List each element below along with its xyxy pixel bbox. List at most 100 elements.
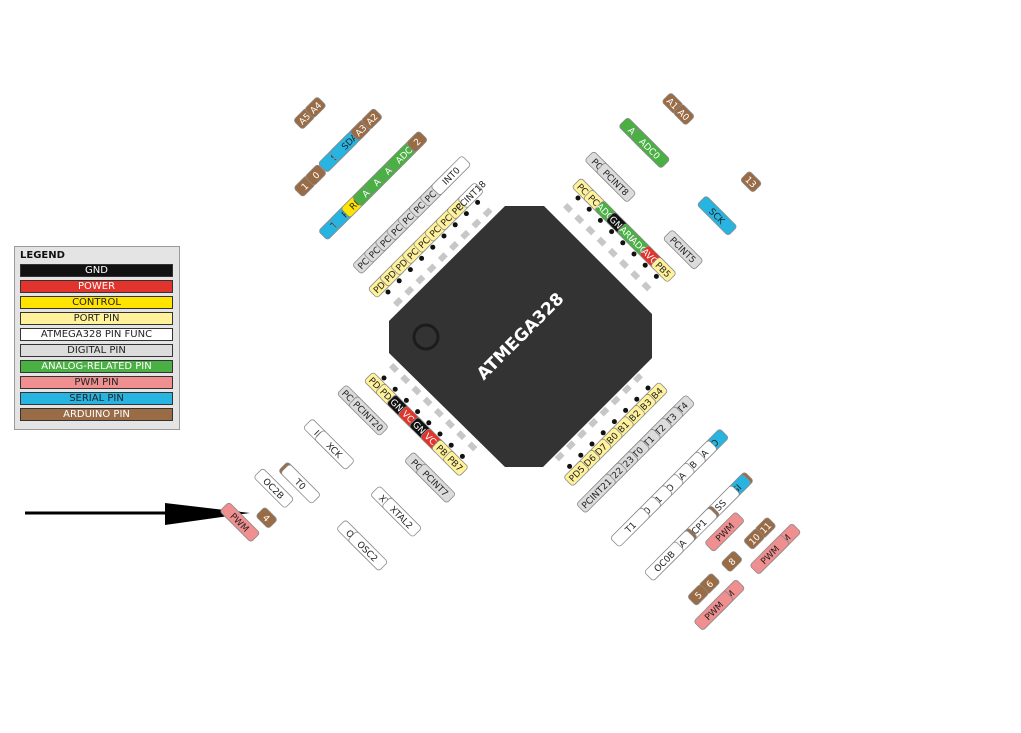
pin-dot — [645, 385, 651, 391]
chip-pad — [565, 440, 576, 451]
pin-label: PCINT21 — [577, 473, 616, 513]
pin-dot — [620, 240, 626, 246]
chip-pad — [460, 229, 471, 240]
legend-item: ANALOG-RELATED PIN — [20, 360, 173, 373]
legend-item: POWER — [20, 280, 173, 293]
pin-dot — [381, 375, 387, 381]
pin-label-box — [750, 535, 790, 574]
pin-label: T1 — [611, 507, 650, 547]
pin-label-text: 6 — [705, 579, 716, 590]
pin-label: 2 — [406, 131, 428, 152]
chip-pad — [389, 363, 399, 373]
chip-pad — [621, 384, 632, 395]
pin-label-text: 4 — [260, 513, 271, 524]
pin-label-text: 1 — [300, 182, 311, 193]
pin-dot — [459, 453, 465, 459]
pin-label-box — [458, 183, 483, 208]
chip-pad — [445, 419, 455, 429]
chip-pad — [422, 396, 433, 407]
chip-pad — [400, 374, 411, 385]
chip-pad — [467, 441, 478, 452]
chip-pad — [630, 270, 641, 281]
pin-label-box — [630, 129, 670, 168]
pin-label-text: 5 — [694, 590, 705, 601]
pin-label-box — [694, 591, 734, 630]
chip-pad — [482, 207, 493, 218]
pin-label: INT0 — [431, 156, 471, 195]
pin-dot — [448, 442, 454, 448]
pin-label: XTAL2 — [382, 497, 421, 537]
pointer-arrow — [25, 503, 250, 525]
pin-dot — [597, 217, 603, 223]
pin-dot — [463, 211, 469, 217]
pin-label: 0 — [305, 164, 326, 186]
pin-label-box — [721, 551, 742, 572]
pin-label-box — [673, 104, 694, 125]
pin-label: ADC0 — [630, 129, 670, 168]
legend-item: ATMEGA328 PIN FUNC — [20, 328, 173, 341]
pin-label-box — [305, 97, 326, 118]
pin-dot — [653, 273, 659, 279]
pin-dot — [609, 229, 615, 235]
pin-label-box — [431, 156, 471, 195]
chip-pad — [456, 430, 467, 441]
pin-dot — [430, 244, 436, 250]
chip-pad — [633, 373, 643, 383]
pin-label: PCINT7 — [416, 463, 455, 503]
pin-label-box — [220, 502, 260, 542]
chip-pad — [641, 281, 652, 292]
legend-item: DIGITAL PIN — [20, 344, 173, 357]
pin-dot — [586, 206, 592, 212]
pin-label: PCINT5 — [663, 230, 703, 269]
pin-label-box — [382, 497, 421, 537]
pin-label-box — [596, 163, 636, 202]
chip-pad — [449, 241, 459, 251]
pin-label-text: PCINT20 — [350, 400, 384, 434]
chip-pad — [599, 406, 610, 417]
pin-label-box — [443, 451, 468, 476]
pin-label-text: 0 — [311, 170, 322, 181]
legend-item: SERIAL PIN — [20, 392, 173, 405]
pin-label-box — [348, 531, 388, 571]
pin-dot — [437, 431, 443, 437]
chip-pad — [393, 297, 403, 307]
chip-pad — [554, 451, 565, 462]
legend-item: PWM PIN — [20, 376, 173, 389]
microcontroller-chip: ATMEGA328 — [389, 206, 652, 467]
pin-label: XCK — [315, 430, 354, 470]
chip-pad — [563, 203, 573, 213]
pin-label: OSC2 — [348, 531, 388, 571]
chip-pad — [585, 225, 596, 236]
pin-label-box — [349, 396, 388, 436]
pin-label: 5 — [688, 584, 709, 606]
chip-pad — [415, 274, 426, 285]
chip-pad — [596, 236, 607, 247]
chip-pad — [619, 259, 629, 269]
pin-dot — [575, 195, 581, 201]
pin-dot — [385, 289, 391, 295]
pin-dot — [392, 386, 398, 392]
pin-label-box — [744, 528, 765, 550]
pin-label-text: 2 — [412, 137, 423, 148]
pin-dot — [396, 278, 402, 284]
pin-dot — [407, 267, 413, 273]
chip-pad — [471, 218, 482, 229]
pin-dot — [634, 396, 640, 402]
pin-dot — [426, 420, 432, 426]
chip-pad — [588, 417, 599, 428]
pin-label-box — [740, 171, 762, 192]
pin-dot — [642, 262, 648, 268]
pin-label: 8 — [721, 551, 742, 572]
chip-pad — [610, 395, 621, 406]
pin-label-box — [361, 108, 382, 130]
pin-label-box — [688, 584, 709, 606]
pin-label-box — [577, 473, 616, 513]
legend-item: PORT PIN — [20, 312, 173, 325]
pin-label-box — [611, 507, 650, 547]
chip-pad — [404, 285, 415, 296]
pin-dot — [578, 452, 584, 458]
pin-dot — [600, 430, 606, 436]
pin-label-box — [305, 164, 326, 186]
